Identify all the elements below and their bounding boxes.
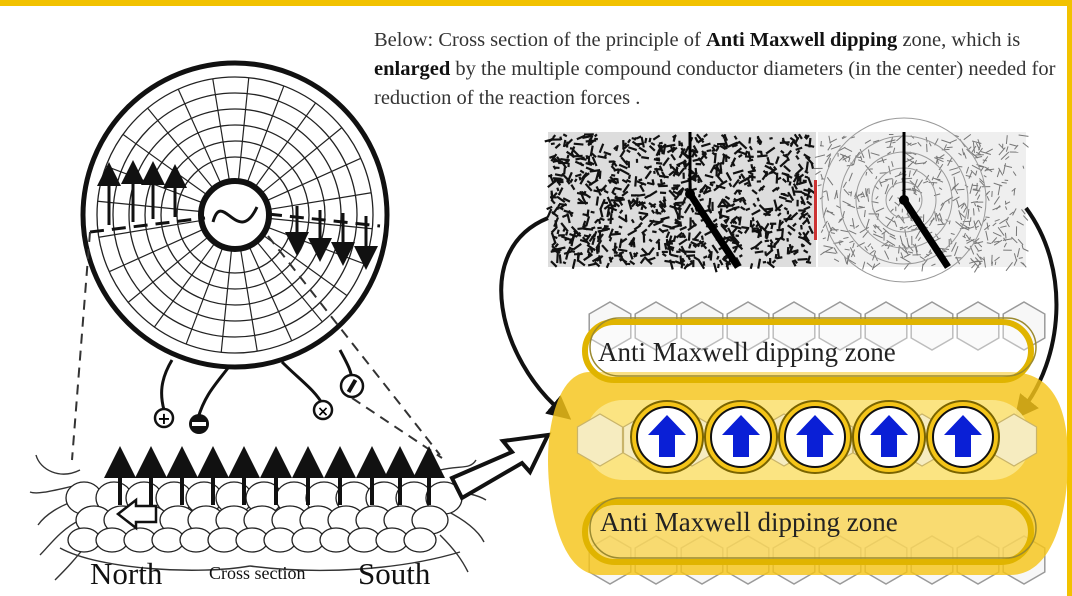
zone-assembly bbox=[548, 301, 1068, 585]
conductor-cross-section bbox=[403, 527, 437, 553]
conductor-up bbox=[778, 400, 852, 474]
right-accent-bar bbox=[1067, 6, 1072, 596]
conductor-up bbox=[926, 400, 1000, 474]
conductor-cross-section bbox=[319, 527, 353, 553]
conductor-up bbox=[852, 400, 926, 474]
figure-caption: Below: Cross section of the principle of… bbox=[374, 29, 1056, 109]
terminal-cross: × bbox=[312, 399, 334, 421]
top-accent-bar bbox=[0, 0, 1072, 6]
disk-up-arrows bbox=[97, 160, 187, 225]
conductor-cross-section bbox=[263, 527, 297, 553]
svg-text:×: × bbox=[317, 404, 329, 420]
conductor-cross-section bbox=[95, 527, 129, 553]
conductor-cross-section bbox=[151, 527, 185, 553]
field-photo-left bbox=[544, 132, 817, 273]
disk-down-arrows bbox=[285, 206, 378, 270]
conductor-cross-section bbox=[235, 527, 269, 553]
terminal-plus-left: + bbox=[153, 407, 175, 429]
conductor-cross-section bbox=[67, 527, 101, 553]
conductor-cross-section bbox=[347, 527, 381, 553]
terminal-minus-left bbox=[189, 414, 209, 434]
conductor-up bbox=[630, 400, 704, 474]
label-cross-section: Cross section bbox=[209, 563, 306, 583]
label-south: South bbox=[358, 556, 431, 591]
label-north: North bbox=[90, 556, 163, 591]
conductor-up bbox=[704, 400, 778, 474]
coil-disk bbox=[80, 60, 390, 370]
svg-text:+: + bbox=[157, 409, 170, 428]
terminal-minus-right bbox=[339, 373, 365, 399]
cross-section bbox=[29, 446, 487, 581]
zone-label-top: Anti Maxwell dipping zone bbox=[598, 337, 896, 367]
conductor-cross-section bbox=[123, 527, 157, 553]
conductor-cross-section bbox=[179, 527, 213, 553]
zone-label-bottom: Anti Maxwell dipping zone bbox=[600, 507, 898, 537]
conductor-cross-section bbox=[375, 527, 409, 553]
conductor-cross-section bbox=[291, 527, 325, 553]
transition-arrow bbox=[449, 432, 552, 501]
conductor-cross-section bbox=[207, 527, 241, 553]
curved-arrow-left bbox=[499, 216, 572, 420]
field-photo-right bbox=[813, 117, 1029, 283]
